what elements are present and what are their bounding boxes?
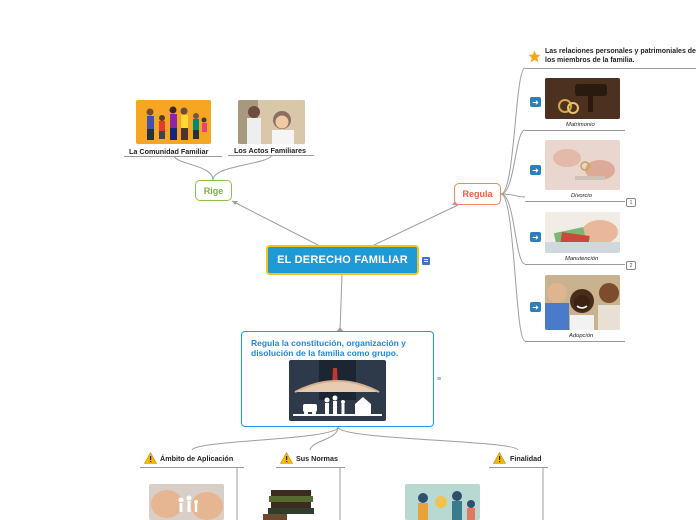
broken-rings-photo xyxy=(545,140,620,190)
regula-label: Regula xyxy=(462,189,493,199)
warning-icon xyxy=(280,452,293,464)
rige-node[interactable]: Rige xyxy=(195,180,232,201)
family-finances-illustration xyxy=(405,484,480,520)
note-icon[interactable] xyxy=(422,257,430,265)
smiling-family-photo xyxy=(545,275,620,330)
finalidad-label[interactable]: Finalidad xyxy=(510,454,542,463)
family-group-photo xyxy=(136,100,211,144)
ambito-aplicacion-label[interactable]: Ámbito de Aplicación xyxy=(160,454,234,463)
manutencion-badge[interactable]: 2 xyxy=(626,261,636,270)
warning-icon xyxy=(493,452,506,464)
regula-header-line1: Las relaciones personales y patrimoniale… xyxy=(545,48,696,55)
description-box[interactable]: Regula la constitución, organización y d… xyxy=(241,331,434,427)
arrow-right-icon: ➜ xyxy=(530,232,541,242)
matrimonio-caption: Matrimonio xyxy=(566,122,595,128)
warning-icon xyxy=(144,452,157,464)
manutencion-caption: Manutención xyxy=(565,256,599,262)
family-protection-photo xyxy=(289,360,386,421)
adopcion-caption: Adopción xyxy=(569,333,594,339)
sus-normas-label[interactable]: Sus Normas xyxy=(296,454,338,463)
arrow-right-icon: ➜ xyxy=(530,302,541,312)
rige-label: Rige xyxy=(203,185,224,196)
couple-argument-photo xyxy=(238,100,305,144)
divorcio-badge[interactable]: 1 xyxy=(626,198,636,207)
divorcio-caption: Divorcio xyxy=(571,193,592,199)
wedding-rings-gavel-photo xyxy=(545,78,620,119)
hands-family-photo xyxy=(149,484,224,520)
money-hand-photo xyxy=(545,212,620,253)
comunidad-familiar-caption: La Comunidad Familiar xyxy=(129,147,209,156)
regula-header-line2: los miembros de la familia. xyxy=(545,56,635,64)
arrow-right-icon: ➜ xyxy=(530,165,541,175)
star-icon xyxy=(528,50,541,63)
central-topic[interactable]: EL DERECHO FAMILIAR xyxy=(266,245,419,275)
regula-node[interactable]: Regula xyxy=(454,183,501,205)
arrow-right-icon: ➜ xyxy=(530,97,541,107)
books-gavel-photo xyxy=(253,484,328,520)
list-icon[interactable]: ≡ xyxy=(437,376,442,383)
regula-header-text: Las relaciones personales y patrimoniale… xyxy=(545,48,696,65)
description-text: Regula la constitución, organización y d… xyxy=(251,338,406,358)
central-topic-title: EL DERECHO FAMILIAR xyxy=(277,254,408,266)
actos-familiares-caption: Los Actos Familiares xyxy=(234,146,307,155)
